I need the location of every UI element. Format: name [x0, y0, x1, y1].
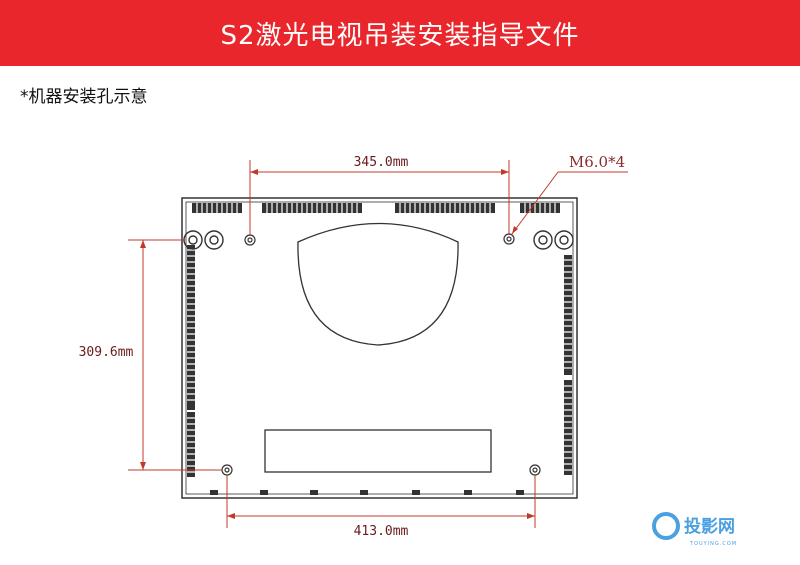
- dimension-lines: [128, 160, 628, 528]
- watermark-ring-icon: [652, 512, 680, 540]
- top-vent-gaps: [196, 203, 556, 213]
- right-vent-slots: [564, 255, 572, 475]
- mounting-hole-top-left: [244, 234, 256, 246]
- title-banner: S2激光电视吊装安装指导文件: [0, 0, 800, 66]
- mounting-hole-top-right: [503, 233, 515, 245]
- watermark-domain: TOUYING.COM: [689, 541, 737, 547]
- bottom-edge-notches: [210, 490, 524, 495]
- left-dimension-label: 309.6mm: [79, 345, 134, 360]
- page-title: S2激光电视吊装安装指导文件: [220, 20, 580, 51]
- section-label: *机器安装孔示意: [20, 87, 148, 107]
- foot-pad-right: [533, 230, 574, 250]
- top-dimension-label: 345.0mm: [354, 155, 409, 170]
- watermark-logo: 投影网 TOUYING.COM: [652, 512, 737, 547]
- side-vent-gaps: [187, 249, 572, 473]
- watermark-brand: 投影网: [684, 516, 735, 537]
- top-vent-slots: [192, 203, 560, 213]
- bottom-panel: [264, 429, 492, 473]
- device-outline: [181, 197, 578, 499]
- screw-callout-label: M6.0*4: [569, 153, 625, 171]
- mounting-hole-bottom-left: [221, 464, 233, 476]
- bottom-dimension-label: 413.0mm: [354, 524, 409, 539]
- lens-dome: [297, 222, 459, 346]
- mounting-hole-bottom-right: [529, 464, 541, 476]
